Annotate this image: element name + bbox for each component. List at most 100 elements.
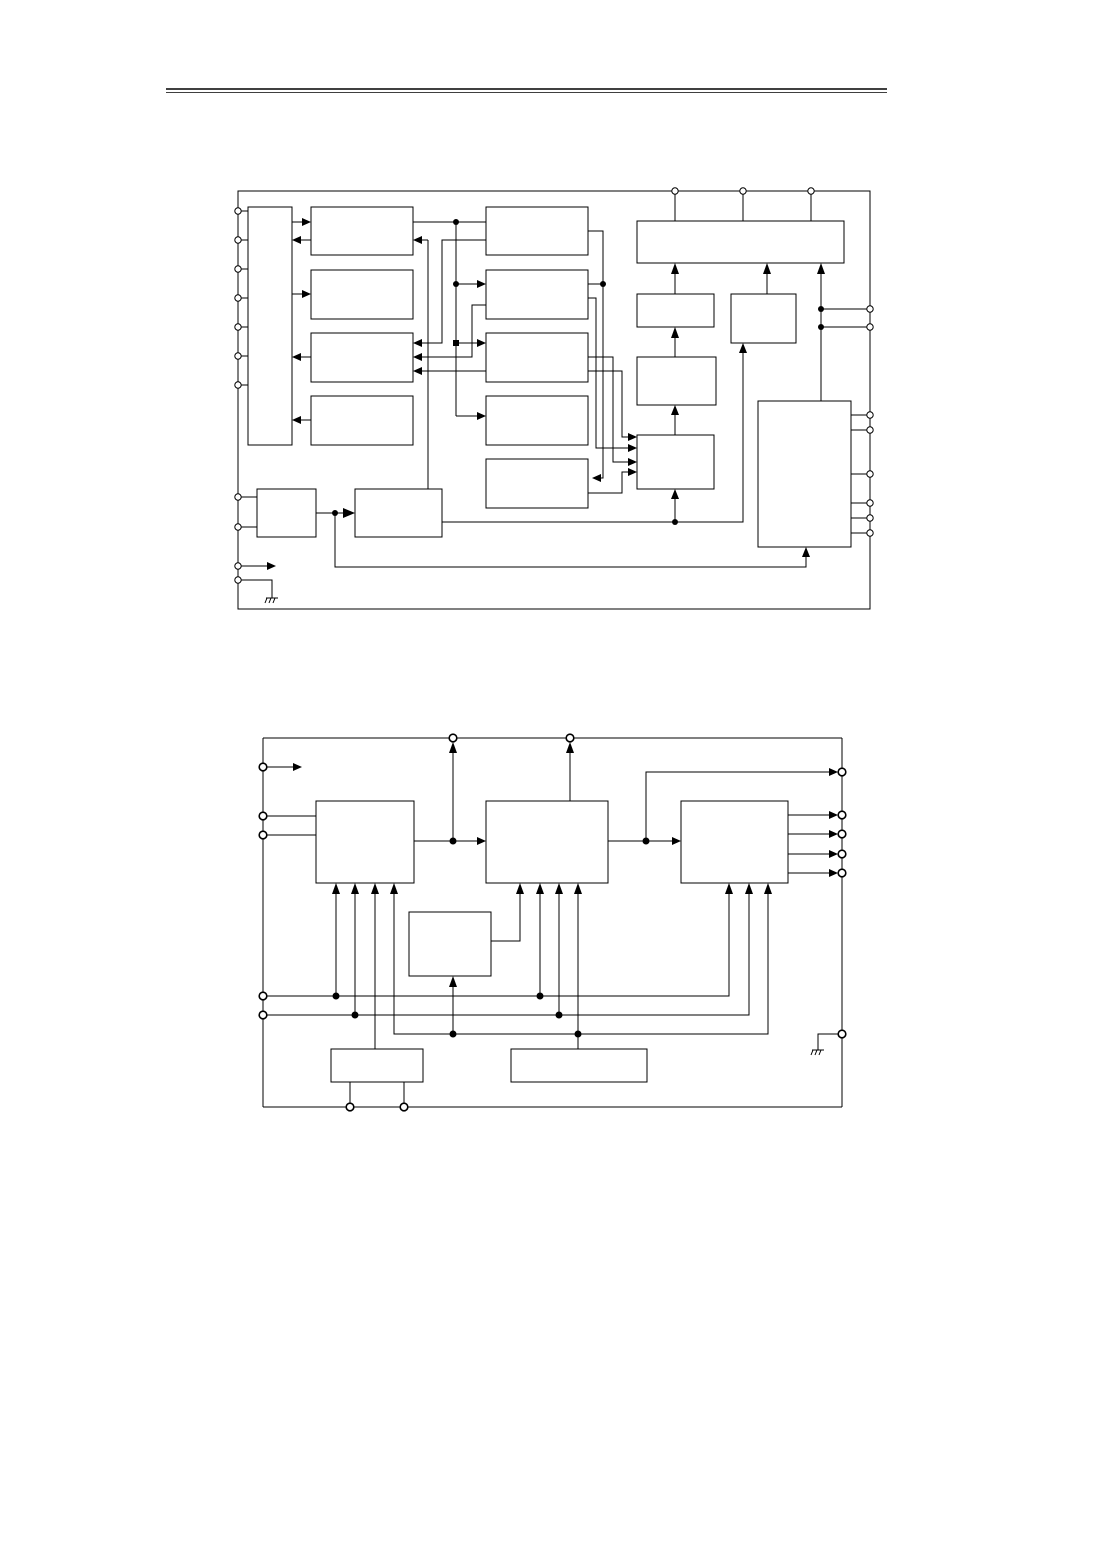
block-e-control — [757, 400, 852, 548]
pin2-t1 — [448, 733, 458, 743]
pin2-o4 — [837, 868, 847, 878]
pin-osc2 — [234, 523, 242, 531]
arrow-right-icon — [477, 280, 486, 288]
block-bias — [510, 1048, 648, 1083]
pin-vdd — [234, 562, 242, 570]
control-pin-group — [851, 411, 874, 537]
block-diagram-2 — [258, 733, 847, 1112]
arrow-left-icon — [413, 339, 422, 347]
pin2-gnd — [837, 1029, 847, 1039]
pin-2 — [234, 236, 242, 244]
io-to-column-a-links — [292, 218, 311, 424]
arrow-right-icon — [302, 218, 311, 226]
pin-r3 — [866, 411, 874, 419]
clock-paths — [234, 343, 810, 568]
block-diagram-1 — [234, 187, 874, 610]
pin-r2 — [866, 323, 874, 331]
internal-bus-1 — [413, 219, 486, 489]
block-b1 — [485, 206, 589, 256]
arrow-up-icon — [764, 883, 772, 894]
column-b-to-mux — [588, 230, 637, 494]
arrow-left-icon — [292, 236, 301, 244]
left-pin-group — [234, 207, 248, 389]
block-output — [680, 800, 789, 884]
pin-r1 — [866, 305, 874, 313]
arrow-right-icon — [672, 837, 681, 845]
block-a3 — [310, 332, 414, 383]
pin2-o3 — [837, 849, 847, 859]
power-ground-pins — [234, 562, 278, 604]
block-reference — [408, 911, 492, 977]
block-input — [315, 800, 415, 884]
arrow-right-icon — [628, 468, 637, 476]
block-b4 — [485, 395, 589, 446]
pin-4 — [234, 294, 242, 302]
arrow-up-icon — [671, 263, 679, 274]
output-chain — [671, 263, 874, 435]
pin-3 — [234, 265, 242, 273]
arrow-left-icon — [413, 236, 422, 244]
arrow-up-icon — [566, 742, 574, 753]
pin-osc1 — [234, 493, 242, 501]
pin-r5 — [866, 470, 874, 478]
arrow-up-icon — [516, 883, 524, 894]
ground-icon — [264, 597, 278, 604]
arrow-right-icon — [829, 869, 838, 877]
block-oscillator — [256, 488, 317, 538]
arrow-up-icon — [725, 883, 733, 894]
arrow-right-icon — [829, 768, 838, 776]
io-port-block — [247, 206, 293, 446]
arrow-right-icon — [343, 508, 355, 518]
arrow-up-icon — [536, 883, 544, 894]
arrow-up-icon — [671, 489, 679, 499]
pin-t1 — [671, 187, 679, 195]
pin2-in2 — [258, 830, 268, 840]
pin-r8 — [866, 529, 874, 537]
arrow-left-icon — [413, 367, 422, 375]
arrow-up-icon — [449, 976, 457, 987]
arrow-right-icon — [628, 433, 637, 441]
arrow-up-icon — [574, 883, 582, 894]
arrow-up-icon — [390, 883, 398, 894]
arrow-left-icon — [292, 353, 301, 361]
outer-frame — [237, 190, 871, 610]
pin2-o2 — [837, 829, 847, 839]
block-a1 — [310, 206, 414, 256]
pin2-o0 — [837, 767, 847, 777]
block-b3 — [485, 332, 589, 383]
pin-5 — [234, 323, 242, 331]
arrow-up-icon — [351, 883, 359, 894]
pin2-t2 — [565, 733, 575, 743]
pin-6 — [234, 352, 242, 360]
arrow-up-icon — [332, 883, 340, 894]
pin2-ctl1 — [258, 991, 268, 1001]
block-d1 — [730, 293, 797, 344]
arrow-up-icon — [449, 742, 457, 753]
block-b2 — [485, 269, 589, 320]
block-timing — [354, 488, 443, 538]
arrow-left-icon — [292, 416, 301, 424]
pin2-vdd — [258, 762, 268, 772]
arrow-right-icon — [477, 837, 486, 845]
pin-r6 — [866, 499, 874, 507]
pin-t2 — [739, 187, 747, 195]
arrow-up-icon — [745, 883, 753, 894]
arrow-right-icon — [628, 444, 637, 452]
arrow-right-icon — [293, 763, 302, 771]
pin-7 — [234, 381, 242, 389]
control-bus — [267, 883, 772, 1049]
header-rule — [166, 88, 887, 93]
arrow-up-icon — [817, 263, 825, 274]
arrow-up-icon — [802, 547, 810, 557]
block-oscillator-2 — [330, 1048, 424, 1083]
pin2-x2 — [399, 1102, 409, 1112]
pin-r4 — [866, 426, 874, 434]
arrow-left-icon — [413, 353, 422, 361]
arrow-up-icon — [671, 327, 679, 338]
pin2-x1 — [345, 1102, 355, 1112]
block-c1 — [636, 293, 715, 328]
output-pin-group — [788, 810, 847, 878]
arrow-right-icon — [829, 830, 838, 838]
